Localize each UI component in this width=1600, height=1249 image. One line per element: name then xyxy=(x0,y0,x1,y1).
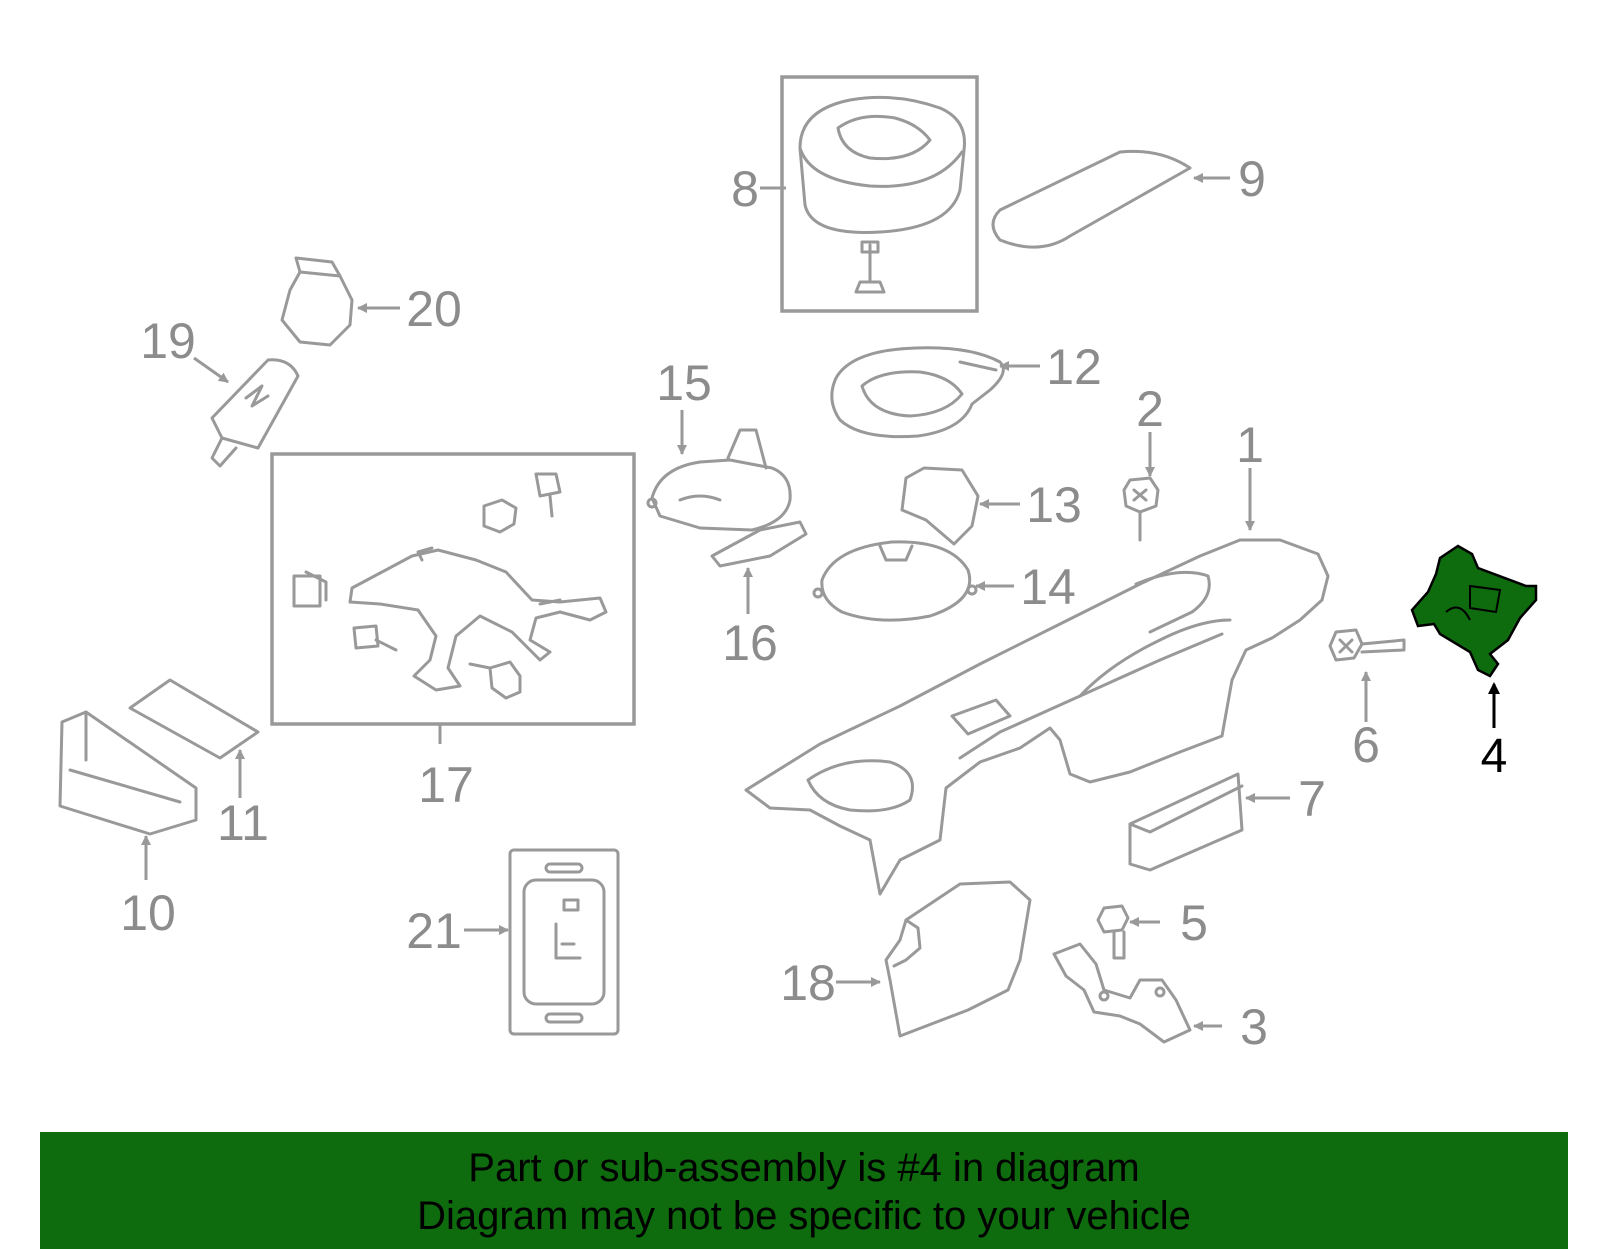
part-14-ring[interactable] xyxy=(812,540,978,622)
callout-5: 5 xyxy=(1180,895,1208,951)
callout-21: 21 xyxy=(406,903,462,959)
part-12-bezel[interactable] xyxy=(830,346,1005,439)
callout-1: 1 xyxy=(1236,417,1264,473)
part-6-bolt[interactable] xyxy=(1328,628,1406,662)
part-17-shifter-assembly[interactable] xyxy=(270,452,636,726)
part-8-cup-holder[interactable] xyxy=(780,75,979,313)
callout-10: 10 xyxy=(120,885,176,941)
part-3-bracket[interactable] xyxy=(1052,942,1192,1044)
part-2-screw[interactable] xyxy=(1122,476,1160,542)
callout-20: 20 xyxy=(406,281,462,337)
callout-9: 9 xyxy=(1238,151,1266,207)
part-19-lighter[interactable] xyxy=(210,358,300,468)
part-21-seat-heater-switch[interactable] xyxy=(508,848,620,1036)
leader-lines xyxy=(141,173,1500,1031)
part-10-tray[interactable] xyxy=(58,710,198,836)
part-18-shift-boot[interactable] xyxy=(884,880,1032,1038)
part-5-bolt[interactable] xyxy=(1096,904,1130,960)
callout-12: 12 xyxy=(1046,339,1102,395)
part-16-trim[interactable] xyxy=(710,520,808,568)
callout-16: 16 xyxy=(722,615,778,671)
banner-line-2: Diagram may not be specific to your vehi… xyxy=(417,1194,1191,1238)
part-7-pad[interactable] xyxy=(1128,772,1244,872)
callout-7: 7 xyxy=(1298,771,1326,827)
callout-17: 17 xyxy=(418,757,474,813)
part-4-bracket-highlighted[interactable] xyxy=(1410,544,1538,678)
part-13-cover[interactable] xyxy=(900,466,980,546)
callout-18: 18 xyxy=(780,955,836,1011)
highlight-banner: Part or sub-assembly is #4 in diagram Di… xyxy=(40,1132,1568,1249)
part-9-mat[interactable] xyxy=(991,149,1192,249)
callout-4: 4 xyxy=(1481,730,1508,783)
callout-2: 2 xyxy=(1136,381,1164,437)
callout-6: 6 xyxy=(1352,717,1380,773)
callout-15: 15 xyxy=(656,355,712,411)
part-1-center-console[interactable] xyxy=(744,538,1330,896)
callout-19: 19 xyxy=(140,313,196,369)
banner-line-1: Part or sub-assembly is #4 in diagram xyxy=(468,1146,1140,1190)
callout-11: 11 xyxy=(217,795,269,851)
callout-13: 13 xyxy=(1026,477,1082,533)
part-20-socket[interactable] xyxy=(280,256,354,347)
callout-labels: 1 2 3 4 5 6 7 8 9 10 11 12 13 14 15 16 1… xyxy=(120,151,1507,1055)
callout-14: 14 xyxy=(1020,559,1076,615)
part-11-pad[interactable] xyxy=(128,678,260,760)
part-15-boot-panel[interactable] xyxy=(646,428,792,532)
callout-8: 8 xyxy=(731,161,759,217)
callout-3: 3 xyxy=(1240,999,1268,1055)
